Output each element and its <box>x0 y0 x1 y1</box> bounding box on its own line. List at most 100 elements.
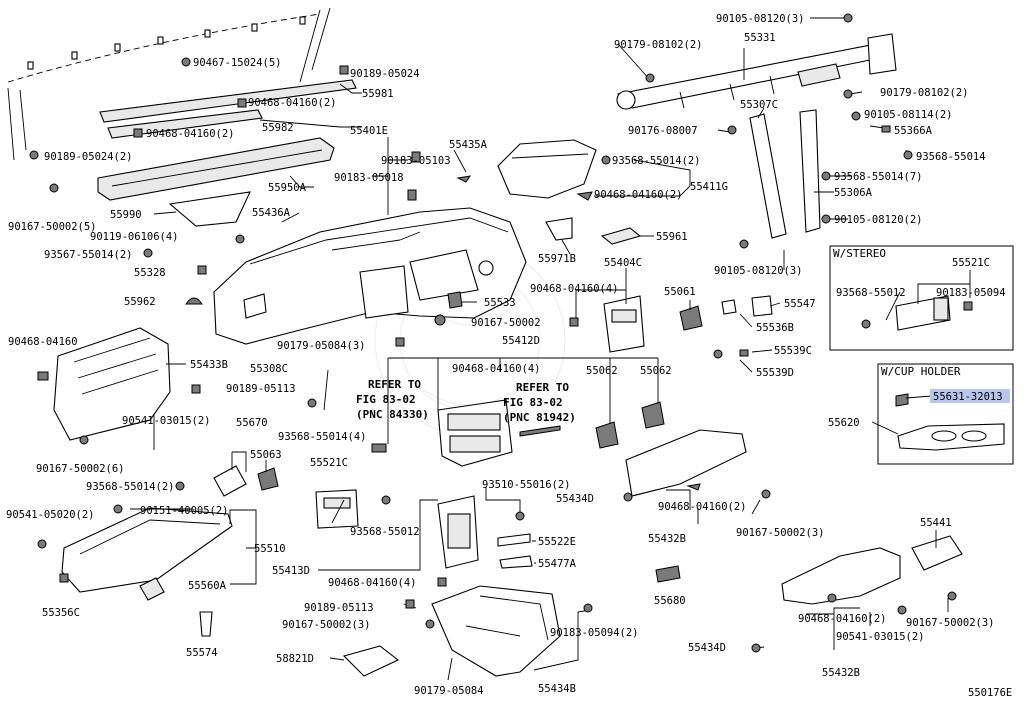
part-label[interactable]: 90468-04160(2) <box>594 189 683 201</box>
part-label[interactable]: 55435A <box>449 139 488 151</box>
part-label[interactable]: 55521C <box>310 457 348 469</box>
part-label[interactable]: 93568-55012 <box>836 287 906 299</box>
part-label[interactable]: 90189-05024 <box>350 68 420 80</box>
part-label[interactable]: 90541-05020(2) <box>6 509 95 521</box>
part-label[interactable]: 55620 <box>828 417 860 429</box>
part-label[interactable]: 90468-04160(4) <box>328 577 417 589</box>
part-label[interactable]: 90119-06106(4) <box>90 231 179 243</box>
svg-text:REFER TO: REFER TO <box>368 378 421 391</box>
part-label[interactable]: 90468-04160 <box>8 336 78 348</box>
part-label-highlighted[interactable]: 55631-32013 <box>933 391 1003 403</box>
part-label[interactable]: 55434D <box>556 493 594 505</box>
part-label[interactable]: 90105-08120(2) <box>834 214 923 226</box>
part-label[interactable]: 55950A <box>268 182 307 194</box>
part-label[interactable]: 90468-04160(4) <box>530 283 619 295</box>
part-label[interactable]: 55477A <box>538 558 577 570</box>
part-label[interactable]: 90105-08120(3) <box>714 265 803 277</box>
part-label[interactable]: 55436A <box>252 207 291 219</box>
part-label[interactable]: 90468-04160(2) <box>798 613 887 625</box>
part-label[interactable]: 90167-50002(3) <box>906 617 995 629</box>
part-label[interactable]: 55306A <box>834 187 873 199</box>
part-label[interactable]: 90176-08007 <box>628 125 698 137</box>
part-label[interactable]: 93568-55012 <box>350 526 420 538</box>
part-label[interactable]: 90468-04160(2) <box>146 128 235 140</box>
part-label[interactable]: 55307C <box>740 99 778 111</box>
part-label[interactable]: 93567-55014(2) <box>44 249 133 261</box>
part-label[interactable]: 90179-05084(3) <box>277 340 366 352</box>
part-label[interactable]: 90179-08102(2) <box>880 87 969 99</box>
part-label[interactable]: 90183-05103 <box>381 155 451 167</box>
part-label[interactable]: 55328 <box>134 267 166 279</box>
part-label[interactable]: 55982 <box>262 122 294 134</box>
part-label[interactable]: 90467-15024(5) <box>193 57 282 69</box>
part-label[interactable]: 55981 <box>362 88 394 100</box>
part-label[interactable]: 90167-50002(3) <box>282 619 371 631</box>
part-label[interactable]: 58821D <box>276 653 314 665</box>
part-label[interactable]: 55522E <box>538 536 576 548</box>
part-label[interactable]: 93568-55014(2) <box>612 155 701 167</box>
part-label[interactable]: 93510-55016(2) <box>482 479 571 491</box>
part-label[interactable]: 55412D <box>502 335 540 347</box>
part-label[interactable]: 55063 <box>250 449 282 461</box>
part-label[interactable]: 55539C <box>774 345 812 357</box>
part-label[interactable]: 90189-05113 <box>226 383 296 395</box>
svg-text:(PNC 84330): (PNC 84330) <box>356 408 429 421</box>
part-label[interactable]: 90167-50002(3) <box>736 527 825 539</box>
part-label[interactable]: 93568-55014(2) <box>86 481 175 493</box>
part-label[interactable]: 55062 <box>640 365 672 377</box>
part-label[interactable]: 55331 <box>744 32 776 44</box>
part-label[interactable]: 90167-50002 <box>471 317 541 329</box>
part-label[interactable]: 55560A <box>188 580 227 592</box>
part-label[interactable]: 55413D <box>272 565 310 577</box>
part-label[interactable]: 90183-05094 <box>936 287 1006 299</box>
part-label[interactable]: 90105-08114(2) <box>864 109 953 121</box>
part-label[interactable]: 55404C <box>604 257 642 269</box>
part-label[interactable]: 55433B <box>190 359 228 371</box>
part-label[interactable]: 55536B <box>756 322 794 334</box>
part-label[interactable]: 55434B <box>538 683 576 695</box>
part-label[interactable]: 90541-03015(2) <box>836 631 925 643</box>
part-label[interactable]: 90468-04160(4) <box>452 363 541 375</box>
part-label[interactable]: 93568-55014 <box>916 151 986 163</box>
part-label[interactable]: 90167-50002(6) <box>36 463 125 475</box>
part-label[interactable]: 55670 <box>236 417 268 429</box>
part-highlight <box>930 389 1010 403</box>
part-label[interactable]: 93568-55014(7) <box>834 171 923 183</box>
part-label[interactable]: 55434D <box>688 642 726 654</box>
part-label[interactable]: 55510 <box>254 543 286 555</box>
part-label[interactable]: 55308C <box>250 363 288 375</box>
part-label[interactable]: 55574 <box>186 647 218 659</box>
part-label[interactable]: 93568-55014(4) <box>278 431 367 443</box>
part-label[interactable]: 55971B <box>538 253 576 265</box>
part-label[interactable]: 90468-04160(2) <box>248 97 337 109</box>
part-label[interactable]: 55366A <box>894 125 933 137</box>
part-label[interactable]: 55432B <box>648 533 686 545</box>
part-label[interactable]: 55547 <box>784 298 816 310</box>
part-label[interactable]: 55533 <box>484 297 516 309</box>
part-label[interactable]: 90105-08120(3) <box>716 13 805 25</box>
part-label[interactable]: 55432B <box>822 667 860 679</box>
part-label[interactable]: 55062 <box>586 365 618 377</box>
part-label[interactable]: 55539D <box>756 367 794 379</box>
part-label[interactable]: 90179-05084 <box>414 685 484 697</box>
part-label[interactable]: 55356C <box>42 607 80 619</box>
part-label[interactable]: 55680 <box>654 595 686 607</box>
part-label[interactable]: 90189-05024(2) <box>44 151 133 163</box>
part-label[interactable]: 55962 <box>124 296 156 308</box>
part-label[interactable]: 90151-40005(2) <box>140 505 229 517</box>
part-label[interactable]: 90183-05094(2) <box>550 627 639 639</box>
part-label[interactable]: 55961 <box>656 231 688 243</box>
part-label[interactable]: 55521C <box>952 257 990 269</box>
part-label[interactable]: 90468-04160(2) <box>658 501 747 513</box>
part-label[interactable]: 55401E <box>350 125 388 137</box>
part-label[interactable]: 55411G <box>690 181 728 193</box>
dash-clips <box>27 16 306 70</box>
part-label[interactable]: 90541-03015(2) <box>122 415 211 427</box>
part-label[interactable]: 90167-50002(5) <box>8 221 97 233</box>
part-label[interactable]: 90189-05113 <box>304 602 374 614</box>
part-label[interactable]: 90179-08102(2) <box>614 39 703 51</box>
part-label[interactable]: 55061 <box>664 286 696 298</box>
part-label[interactable]: 55441 <box>920 517 952 529</box>
part-label[interactable]: 90183-05018 <box>334 172 404 184</box>
part-label[interactable]: 55990 <box>110 209 142 221</box>
